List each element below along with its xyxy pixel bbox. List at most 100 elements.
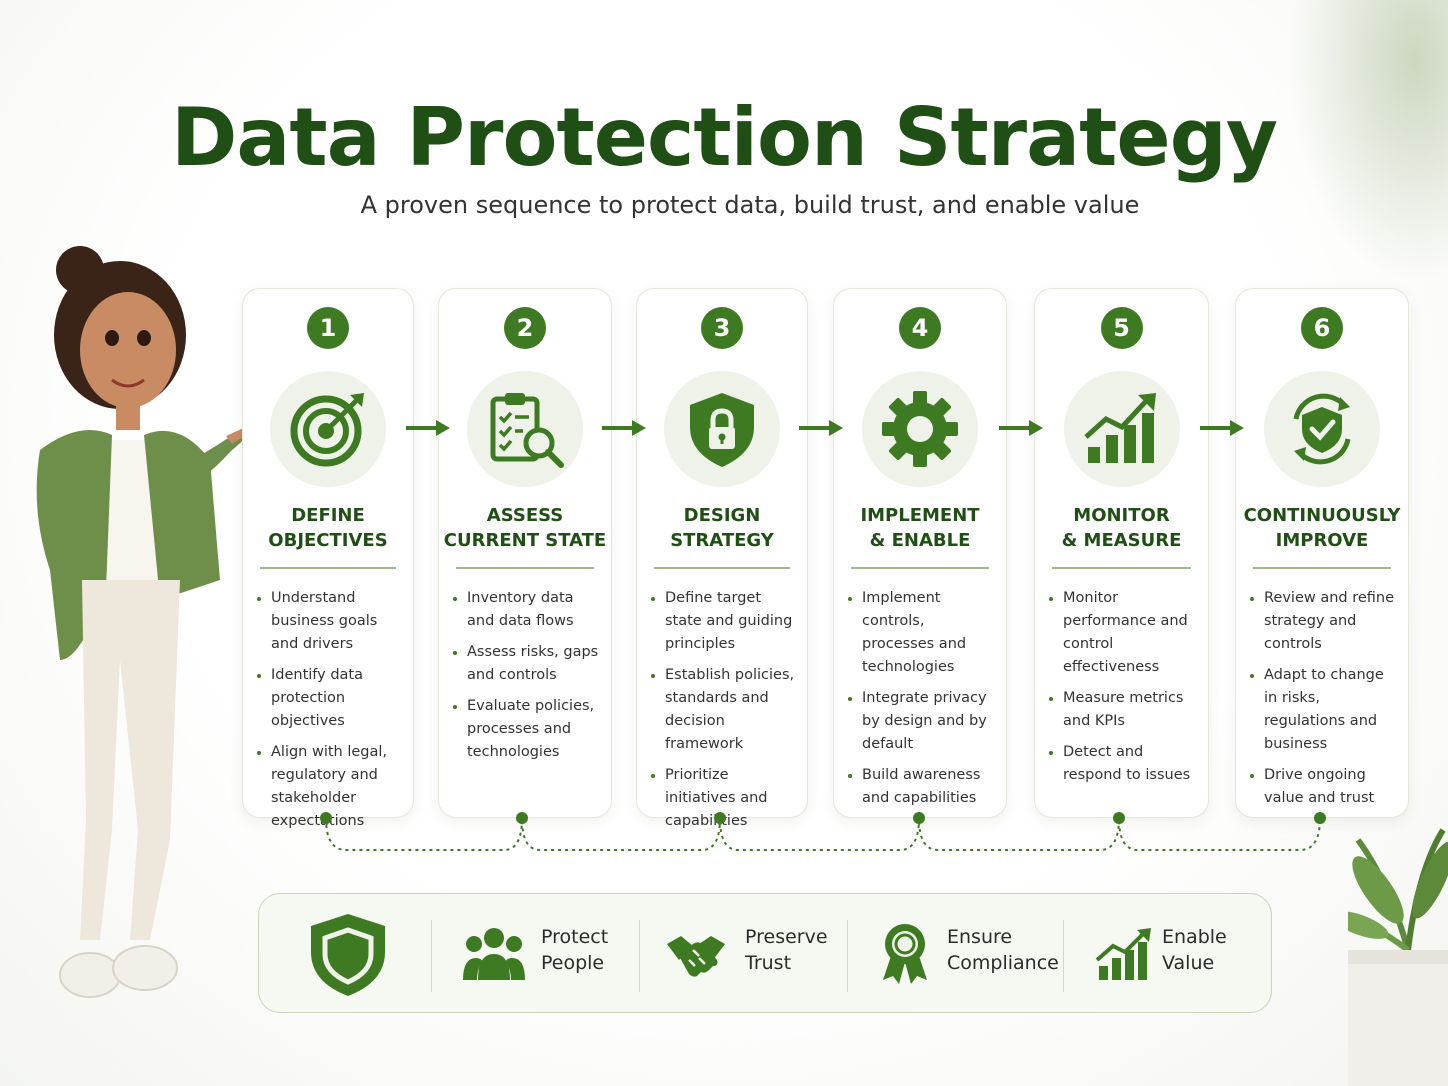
flow-arrow-icon [602, 420, 646, 436]
bullet-item: Implement controls, processes and techno… [848, 587, 998, 679]
bullet-item: Review and refine strategy and controls [1250, 587, 1400, 656]
step-title-line2: CURRENT STATE [443, 530, 607, 551]
step-title: ASSESS CURRENT STATE [439, 503, 611, 555]
step-number: 4 [899, 307, 941, 349]
benefit-label-line2: Trust [745, 952, 792, 974]
divider [1052, 567, 1191, 569]
flow-arrow-icon [799, 420, 843, 436]
step-card-design-strategy: 3 DESIGN STRATEGY Define target state an… [636, 288, 808, 829]
dotted-connector [320, 812, 1326, 851]
icon-circle [862, 371, 978, 487]
step-title-line1: IMPLEMENT [860, 505, 980, 526]
clipboard-search-icon [490, 393, 564, 468]
step-title-line2: OBJECTIVES [268, 530, 388, 551]
bullet-item: Inventory data and data flows [453, 587, 603, 633]
step-title-line2: IMPROVE [1275, 530, 1369, 551]
step-title: DEFINE OBJECTIVES [243, 503, 413, 555]
step-card-continuously-improve: 6 CONTINUOUSLY IMPROVE Review and refine… [1235, 288, 1409, 818]
step-title-line2: & MEASURE [1061, 530, 1182, 551]
step-bullets: Monitor performance and control effectiv… [1049, 587, 1200, 795]
potted-plant-illustration [1348, 828, 1448, 1086]
bullet-item: Understand business goals and drivers [257, 587, 405, 656]
step-title-line1: CONTINUOUSLY [1243, 505, 1401, 526]
icon-circle [467, 371, 583, 487]
step-card-monitor-measure: 5 MONITOR & MEASURE Monitor performance … [1034, 288, 1209, 818]
flow-arrow-icon [1200, 420, 1244, 436]
bullet-item: Monitor performance and control effectiv… [1049, 587, 1200, 679]
divider [654, 567, 790, 569]
step-title-line1: ASSESS [486, 505, 564, 526]
step-title-line1: DESIGN [683, 505, 761, 526]
step-bullets: Define target state and guiding principl… [651, 587, 799, 841]
bullet-item: Adapt to change in risks, regulations an… [1250, 664, 1400, 756]
bullet-item: Integrate privacy by design and by defau… [848, 687, 998, 756]
bullet-item: Build awareness and capabilities [848, 764, 998, 810]
bullet-item: Align with legal, regulatory and stakeho… [257, 741, 405, 833]
benefit-label-line1: Enable [1162, 926, 1227, 948]
icon-circle [1264, 371, 1380, 487]
step-title-line1: DEFINE [291, 505, 365, 526]
panel-divider [639, 920, 640, 992]
bullet-item: Detect and respond to issues [1049, 741, 1200, 787]
step-number: 1 [307, 307, 349, 349]
flow-arrow-icon [406, 420, 450, 436]
benefit-label-line2: Value [1162, 952, 1215, 974]
bullet-item: Measure metrics and KPIs [1049, 687, 1200, 733]
bullet-item: Identify data protection objectives [257, 664, 405, 733]
award-ribbon-icon [883, 924, 927, 984]
bullet-item: Assess risks, gaps and controls [453, 641, 603, 687]
benefit-label-line1: Protect [541, 926, 609, 948]
presenter-illustration [36, 246, 252, 998]
benefits-panel: Protect People Preserve Trust Ensure Com… [258, 893, 1272, 1013]
step-bullets: Inventory data and data flows Assess ris… [453, 587, 603, 772]
benefit-label-line1: Ensure [947, 926, 1013, 948]
benefit-enable-value: Enable Value [1162, 924, 1302, 984]
panel-divider [431, 920, 432, 992]
growth-chart-icon [1095, 928, 1151, 980]
people-icon [463, 928, 525, 980]
benefit-label-line1: Preserve [745, 926, 828, 948]
shield-icon [311, 914, 385, 996]
target-icon [290, 393, 364, 467]
step-title: MONITOR & MEASURE [1035, 503, 1208, 555]
step-bullets: Review and refine strategy and controls … [1250, 587, 1400, 818]
gear-icon [882, 391, 958, 467]
panel-divider [847, 920, 848, 992]
step-title: IMPLEMENT & ENABLE [834, 503, 1006, 555]
divider [260, 567, 396, 569]
benefit-protect-people: Protect People [541, 924, 681, 984]
icon-circle [270, 371, 386, 487]
shield-lock-icon [690, 393, 754, 467]
divider [456, 567, 594, 569]
page-subtitle: A proven sequence to protect data, build… [360, 191, 1140, 219]
benefit-ensure-compliance: Ensure Compliance [947, 924, 1087, 984]
bar-chart-up-icon [1083, 393, 1156, 463]
step-number: 6 [1301, 307, 1343, 349]
icon-circle [664, 371, 780, 487]
step-title: DESIGN STRATEGY [637, 503, 807, 555]
icon-circle [1063, 371, 1180, 487]
benefit-preserve-trust: Preserve Trust [745, 924, 885, 984]
background-plant-blur [1278, 0, 1448, 300]
benefit-label-line2: Compliance [947, 952, 1059, 974]
step-card-implement-enable: 4 IMPLEMENT & ENABLE Implement controls,… [833, 288, 1007, 818]
step-number: 3 [701, 307, 743, 349]
step-title-line2: & ENABLE [869, 530, 971, 551]
step-card-assess-current-state: 2 ASSESS CURRENT STATE Inventory data an… [438, 288, 612, 818]
divider [851, 567, 989, 569]
step-title-line2: STRATEGY [670, 530, 774, 551]
bullet-item: Define target state and guiding principl… [651, 587, 799, 656]
bullet-item: Evaluate policies, processes and technol… [453, 695, 603, 764]
step-title: CONTINUOUSLY IMPROVE [1236, 503, 1408, 555]
step-number: 2 [504, 307, 546, 349]
handshake-icon [667, 936, 725, 977]
bullet-item: Drive ongoing value and trust [1250, 764, 1400, 810]
step-card-define-objectives: 1 DEFINE OBJECTIVES Understand business … [242, 288, 414, 829]
step-number: 5 [1100, 307, 1143, 349]
bullet-item: Establish policies, standards and decisi… [651, 664, 799, 756]
step-bullets: Understand business goals and drivers Id… [257, 587, 405, 841]
panel-divider [1063, 920, 1064, 992]
benefit-label-line2: People [541, 952, 605, 974]
divider [1253, 567, 1391, 569]
page-title: Data Protection Strategy [170, 91, 1278, 184]
